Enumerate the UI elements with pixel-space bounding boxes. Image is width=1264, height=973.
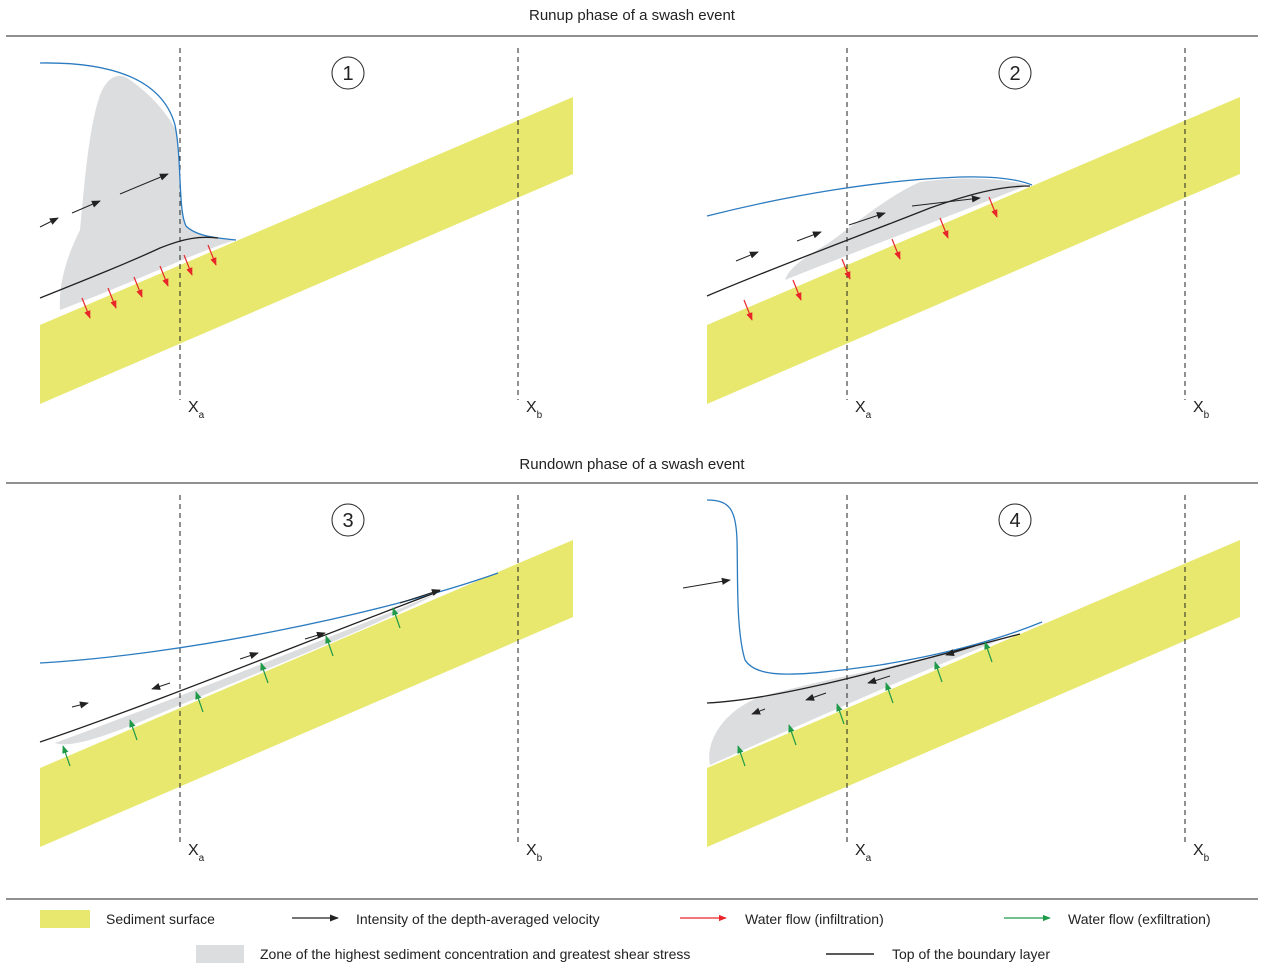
sediment-zone [59,75,236,310]
legend-sediment-label: Sediment surface [106,911,215,927]
exfiltration-arrow [195,691,204,713]
panel-number: 4 [1009,510,1020,532]
infiltration-arrow [792,279,802,301]
sediment-layer [40,97,573,404]
velocity-arrow [911,195,981,207]
velocity-arrow [399,589,441,604]
water-surface [39,572,499,664]
sediment-layer [40,540,573,847]
legend-sediment-swatch [40,910,90,928]
velocity-arrow [71,701,89,709]
velocity-arrow [151,682,171,690]
legend-velocity-label: Intensity of the depth-averaged velocity [356,911,600,927]
velocity-arrow [735,251,759,262]
xb-label: Xb [526,399,543,421]
sediment-zone [785,178,1028,280]
xa-label: Xa [188,842,205,864]
panel-2: 2 Xa Xb [706,48,1240,421]
exfiltration-arrow [984,641,993,663]
sediment-zone [709,640,1000,765]
exfiltration-arrow [62,745,71,767]
velocity-arrow [119,173,169,195]
panel-number-circle [331,503,365,537]
legend-exfiltration-label: Water flow (exfiltration) [1068,911,1211,927]
panel-number: 3 [342,510,353,532]
water-surface [706,499,1043,675]
velocity-arrow [39,217,59,228]
velocity-arrow [682,577,731,589]
legend-zone-label: Zone of the highest sediment concentrati… [260,946,690,962]
exfiltration-arrow [392,607,401,629]
exfiltration-arrow [885,682,894,704]
velocity-arrow [796,231,822,242]
infiltration-arrow [841,258,851,280]
sediment-layer [707,540,1240,847]
velocity-arrow [304,631,326,640]
boundary-layer-line [706,185,1031,297]
velocity-arrow [848,212,886,226]
xb-label: Xb [526,842,543,864]
xb-label: Xb [1193,399,1210,421]
panel-3: 3 Xa Xb [39,495,573,864]
velocity-arrow [867,675,891,684]
infiltration-arrow [81,297,91,319]
velocity-arrow [751,707,766,715]
velocity-arrow [945,645,976,657]
infiltration-arrow [107,287,117,309]
boundary-layer-line [39,236,219,299]
exfiltration-arrow [788,724,797,746]
exfiltration-arrow [260,662,269,684]
infiltration-arrow [988,196,998,218]
rundown-title: Rundown phase of a swash event [519,456,745,473]
panel-number: 2 [1009,63,1020,85]
sediment-zone [55,592,440,745]
infiltration-arrow [183,254,193,276]
xa-label: Xa [855,399,872,421]
velocity-arrow [71,200,101,214]
velocity-arrow [805,692,827,701]
sediment-layer [707,97,1240,404]
xa-label: Xa [855,842,872,864]
xa-label: Xa [188,399,205,421]
panel-number-circle [998,503,1032,537]
infiltration-arrow [891,238,901,260]
legend-boundary-label: Top of the boundary layer [892,946,1050,962]
panel-number-circle [998,56,1032,90]
legend-infiltration-label: Water flow (infiltration) [745,911,884,927]
velocity-arrow [239,652,259,660]
panel-4: 4 Xa Xb [682,495,1240,864]
exfiltration-arrow [325,635,334,657]
panel-number: 1 [342,63,353,85]
legend-zone-swatch [196,945,244,963]
panel-1: 1 Xa Xb [39,48,573,421]
exfiltration-arrow [836,703,845,725]
infiltration-arrow [939,217,949,239]
panel-number-circle [331,56,365,90]
water-surface [706,176,1033,217]
exfiltration-arrow [737,745,746,767]
infiltration-arrow [743,299,753,321]
infiltration-arrow [159,265,169,287]
infiltration-arrow [207,244,217,266]
boundary-layer-line [39,590,441,743]
exfiltration-arrow [129,719,138,741]
water-surface [39,62,237,241]
legend: Sediment surface Intensity of the depth-… [40,910,1211,963]
runup-title: Runup phase of a swash event [529,7,736,24]
infiltration-arrow [133,276,143,298]
exfiltration-arrow [934,661,943,683]
xb-label: Xb [1193,842,1210,864]
